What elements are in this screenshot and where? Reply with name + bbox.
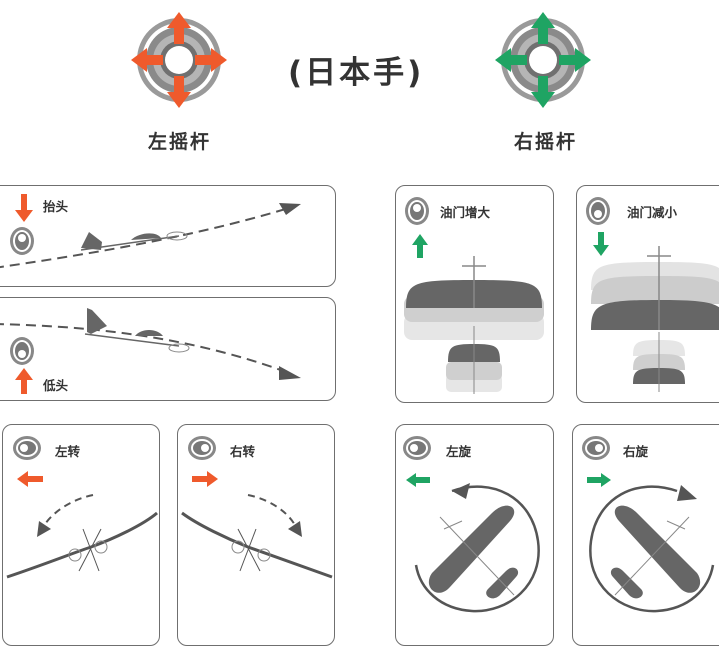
stick-down-icon: [586, 197, 610, 225]
rotate-right-panel: 右旋: [572, 424, 719, 646]
rotate-left-panel: 左旋: [395, 424, 554, 646]
left-joystick-icon: [131, 12, 227, 108]
right-arrow-icon: [192, 471, 218, 487]
throttle-up-label: 油门增大: [440, 205, 491, 220]
throttle-up-diagram: [404, 256, 544, 394]
pitch-up-label: 抬头: [43, 199, 69, 214]
stick-right-icon: [582, 436, 610, 460]
stick-small-icon: [10, 227, 34, 255]
turn-right-diagram: [181, 494, 333, 579]
rotate-right-diagram: [589, 485, 715, 613]
up-arrow-green-icon: [412, 234, 428, 258]
page-title: (日本手): [288, 55, 425, 91]
rotate-right-label: 右旋: [623, 444, 649, 459]
stick-left-icon: [13, 436, 41, 460]
right-stick-label: 右摇杆: [514, 131, 578, 153]
left-stick-label: 左摇杆: [148, 131, 212, 153]
stick-up-icon: [405, 197, 429, 225]
down-arrow-icon: [15, 194, 33, 222]
turn-right-panel: 右转: [177, 424, 335, 646]
throttle-down-panel: 油门减小: [576, 185, 719, 403]
pitch-down-panel: 低头: [0, 297, 336, 401]
flight-path-up: [0, 203, 301, 269]
stick-left-icon: [403, 436, 431, 460]
turn-left-panel: 左转: [2, 424, 160, 646]
turn-left-diagram: [6, 494, 158, 579]
rotate-left-diagram: [414, 483, 540, 613]
throttle-down-diagram: [591, 246, 719, 392]
throttle-up-panel: 油门增大: [395, 185, 554, 403]
pitch-up-panel: 抬头: [0, 185, 336, 287]
left-arrow-icon: [17, 471, 43, 487]
pitch-down-label: 低头: [43, 378, 69, 393]
stick-small-icon: [10, 337, 34, 365]
turn-right-label: 右转: [230, 444, 256, 459]
up-arrow-icon: [15, 368, 33, 394]
stick-right-icon: [188, 436, 216, 460]
throttle-down-label: 油门减小: [627, 205, 678, 220]
flight-path-down: [0, 308, 301, 380]
right-arrow-green-icon: [587, 473, 611, 487]
right-joystick-icon: [495, 12, 591, 108]
rotate-left-label: 左旋: [446, 444, 472, 459]
down-arrow-green-icon: [593, 232, 609, 256]
turn-left-label: 左转: [55, 444, 81, 459]
left-arrow-green-icon: [406, 473, 430, 487]
